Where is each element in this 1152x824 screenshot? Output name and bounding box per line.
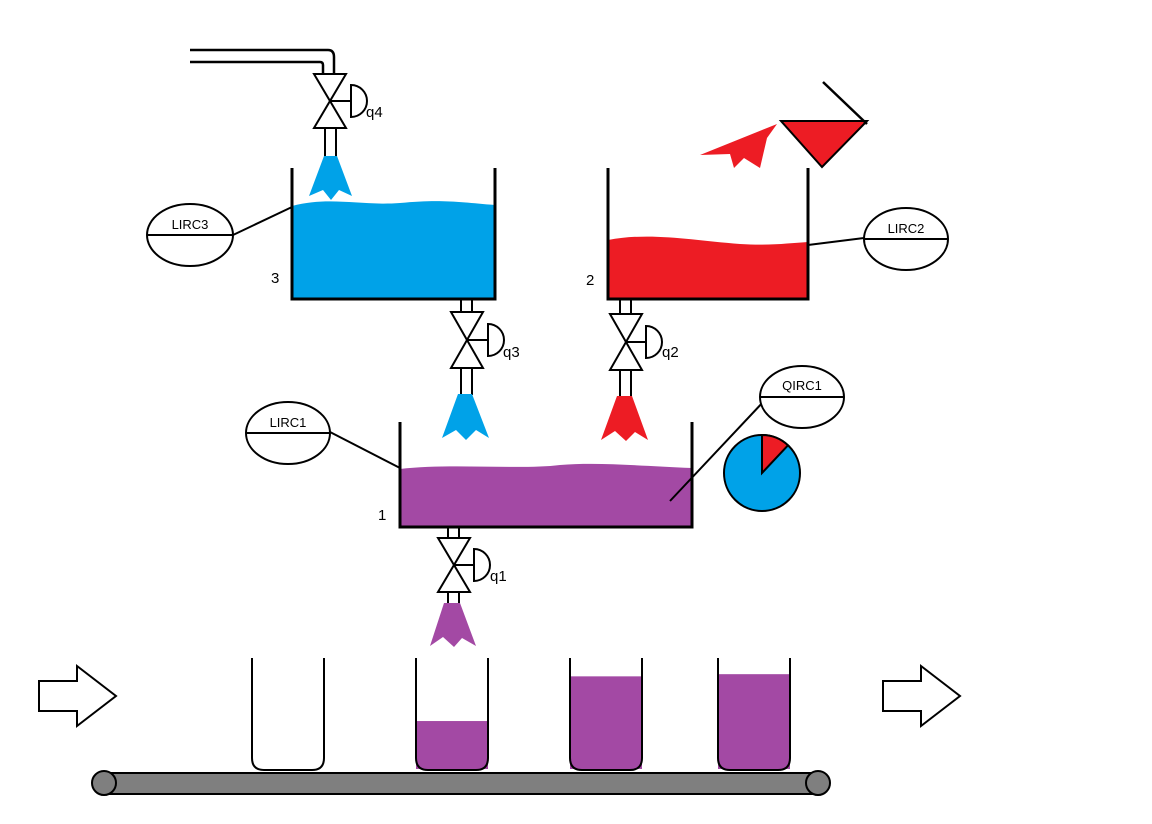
valve-q3[interactable] [449, 311, 505, 369]
lirc2-controller[interactable] [863, 207, 949, 271]
bottle [717, 658, 791, 771]
lirc2-signal-line [807, 237, 865, 246]
composition-pie [723, 433, 801, 512]
lirc2-label: LIRC2 [888, 221, 925, 236]
bottle-liquid [570, 676, 642, 769]
supply-pipe [190, 48, 336, 74]
conveyor-belt [91, 770, 831, 796]
pipe-q4-out [324, 128, 337, 156]
valve-q4[interactable] [312, 73, 368, 129]
valve-q1-label: q1 [490, 568, 507, 585]
pipe-q2-out [619, 370, 632, 396]
lirc3-signal-line [232, 206, 293, 236]
tank3-liquid [292, 201, 495, 299]
lirc3-label: LIRC3 [172, 217, 209, 232]
pipe-q3-out [460, 368, 473, 395]
bottle [415, 658, 489, 771]
tank2-liquid [608, 236, 808, 299]
tank3-number: 3 [271, 270, 279, 287]
bottle-liquid [416, 721, 488, 769]
stream-red-mid [601, 396, 648, 441]
stream-mix [430, 603, 476, 647]
bottle-liquid [718, 674, 790, 769]
tank1-number: 1 [378, 507, 386, 524]
valve-q2[interactable] [608, 313, 663, 371]
arrow-out-icon [882, 663, 962, 729]
red-hopper [778, 120, 870, 169]
tank1-wall [398, 422, 694, 529]
lirc1-signal-line [329, 431, 401, 469]
valve-q3-label: q3 [503, 344, 520, 361]
pipe-tank3-out [460, 299, 473, 312]
pipe-q1-out [447, 592, 460, 604]
qirc1-label: QIRC1 [782, 378, 822, 393]
bottle [251, 658, 325, 771]
arrow-in-icon [38, 663, 118, 729]
valve-q2-label: q2 [662, 344, 679, 361]
pipe-tank1-out [447, 527, 460, 538]
red-stream-falling [700, 124, 777, 168]
lirc1-label: LIRC1 [270, 415, 307, 430]
valve-q4-label: q4 [366, 104, 383, 121]
tank3-wall [290, 168, 497, 301]
bottle [569, 658, 643, 771]
lirc1-controller[interactable] [245, 401, 331, 465]
tank2-wall [606, 168, 810, 301]
hopper-lid [822, 81, 868, 125]
lirc3-controller[interactable] [146, 203, 234, 267]
valve-q1[interactable] [436, 537, 491, 593]
pipe-tank2-out [619, 299, 632, 314]
stream-water-top [309, 156, 352, 200]
qirc1-signal-line [669, 399, 766, 502]
tank2-number: 2 [586, 272, 594, 289]
stream-water-mid [442, 394, 489, 440]
qirc1-controller[interactable] [759, 365, 845, 429]
tank1-liquid [400, 463, 692, 527]
pie-red-slice [761, 433, 790, 476]
